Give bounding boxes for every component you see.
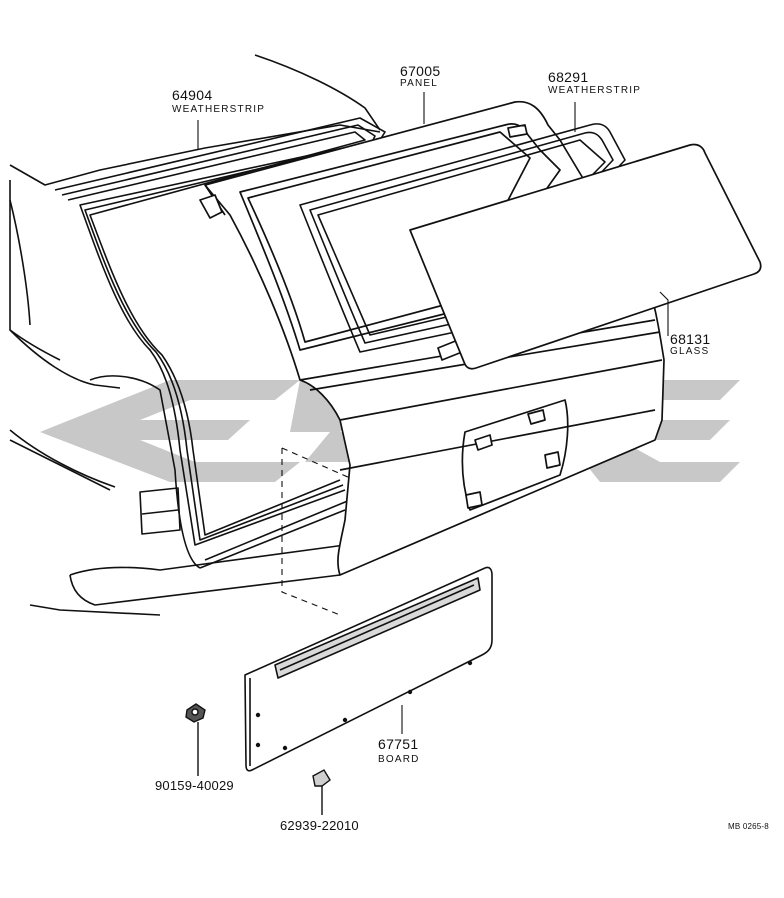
assembly-guide-line xyxy=(281,447,351,616)
back-glass-68131-drawing xyxy=(409,143,762,370)
part-number-68291: 68291 xyxy=(548,69,589,85)
part-number-67751: 67751 xyxy=(378,736,419,752)
part-number-64904: 64904 xyxy=(172,87,213,103)
weatherstrip-64904-drawing xyxy=(54,117,386,546)
leader-lines xyxy=(197,92,669,734)
part-number-67005: 67005 xyxy=(400,63,441,79)
clip-62939-drawing xyxy=(312,769,331,815)
board-67751-drawing xyxy=(244,566,493,772)
car-body xyxy=(9,54,381,616)
part-name-64904: WEATHERSTRIP xyxy=(172,104,266,115)
part-name-67751: BOARD xyxy=(378,754,420,765)
diagram-reference-code: MB 0265-8 xyxy=(728,822,769,831)
part-name-68131: GLASS xyxy=(670,346,710,357)
part-number-90159-40029: 90159-40029 xyxy=(155,778,234,793)
part-number-68131: 68131 xyxy=(670,331,711,347)
part-name-67005: PANEL xyxy=(400,78,439,89)
part-number-62939-22010: 62939-22010 xyxy=(280,818,359,833)
screw-90159-drawing xyxy=(185,703,206,776)
part-name-68291: WEATHERSTRIP xyxy=(548,85,642,96)
